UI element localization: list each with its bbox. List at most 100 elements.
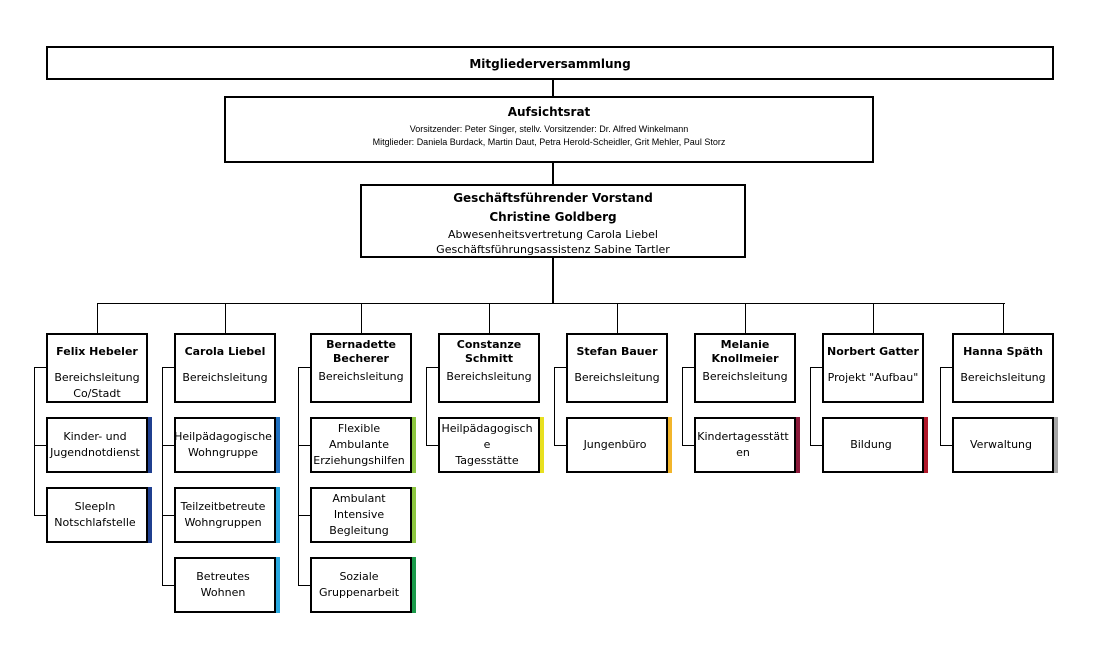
connector xyxy=(552,258,554,304)
connector xyxy=(873,303,874,333)
rail-line xyxy=(162,367,163,585)
connector xyxy=(552,163,554,185)
connector xyxy=(225,303,226,333)
subunit-label: Teilzeitbetreute Wohngruppen xyxy=(180,500,266,529)
connector xyxy=(298,515,310,516)
aufsichtsrat-members-line: Mitglieder: Daniela Burdack, Martin Daut… xyxy=(372,137,726,147)
connector xyxy=(426,367,438,368)
connector xyxy=(34,367,46,368)
mitgliederversammlung-box: Mitgliederversammlung xyxy=(46,46,1054,80)
aufsichtsrat-chair-line: Vorsitzender: Peter Singer, stellv. Vors… xyxy=(409,124,689,134)
connector xyxy=(361,303,362,333)
subunit-box: SleepIn Notschlafstelle xyxy=(46,487,152,543)
aufsichtsrat-title: Aufsichtsrat xyxy=(507,105,591,119)
connector xyxy=(34,515,46,516)
rail-line xyxy=(682,367,683,445)
department-head-name: Carola Liebel xyxy=(184,345,266,358)
subunit-label: Soziale Gruppenarbeit xyxy=(318,570,400,599)
connector xyxy=(682,445,694,446)
subunit-label: SleepIn Notschlafstelle xyxy=(54,500,136,529)
vorstand-deputy-line: Abwesenheitsvertretung Carola Liebel xyxy=(448,228,658,241)
subunit-box: Verwaltung xyxy=(952,417,1058,473)
connector xyxy=(298,585,310,586)
subunit-label: Ambulant Intensive Begleitung xyxy=(329,492,389,537)
connector xyxy=(426,445,438,446)
connector xyxy=(810,367,822,368)
department-head-role: Bereichsleitung xyxy=(318,370,404,383)
subunit-label: Kinder- und Jugendnotdienst xyxy=(50,430,140,459)
rail-line xyxy=(810,367,811,445)
subunit-color-bar xyxy=(796,417,800,473)
department-head-role: Bereichsleitung xyxy=(446,370,532,383)
department-head-name: Stefan Bauer xyxy=(576,345,658,358)
connector xyxy=(552,80,554,97)
subunit-color-bar xyxy=(276,417,280,473)
subunit-box: Jungenbüro xyxy=(566,417,672,473)
connector xyxy=(940,445,952,446)
subunit-color-bar xyxy=(276,487,280,543)
subunit-color-bar xyxy=(924,417,928,473)
department-head-name: Constanze Schmitt xyxy=(456,338,522,365)
connector xyxy=(97,303,98,333)
mitgliederversammlung-title: Mitgliederversammlung xyxy=(469,57,631,71)
department-head-name: Melanie Knollmeier xyxy=(711,338,779,365)
subunit-box: Betreutes Wohnen xyxy=(174,557,280,613)
subunit-color-bar xyxy=(412,417,416,473)
vorstand-name: Christine Goldberg xyxy=(489,210,617,224)
department-head-role: Bereichsleitung xyxy=(574,371,660,384)
subunit-color-bar xyxy=(540,417,544,473)
connector xyxy=(162,367,174,368)
department-head-role: Bereichsleitung Co/Stadt xyxy=(54,371,140,400)
connector xyxy=(34,445,46,446)
connector xyxy=(810,445,822,446)
subunit-label: Verwaltung xyxy=(970,438,1032,451)
aufsichtsrat-box: Aufsichtsrat Vorsitzender: Peter Singer,… xyxy=(224,96,874,163)
subunit-color-bar xyxy=(148,417,152,473)
connector xyxy=(489,303,490,333)
vorstand-assistant-line: Geschäftsführungsassistenz Sabine Tartle… xyxy=(436,243,670,256)
connector xyxy=(682,367,694,368)
vorstand-box: Geschäftsführender Vorstand Christine Go… xyxy=(360,184,746,258)
subunit-box: Heilpädagogische Wohngruppe xyxy=(174,417,280,473)
subunit-box: Soziale Gruppenarbeit xyxy=(310,557,416,613)
subunit-color-bar xyxy=(668,417,672,473)
department-head-role: Bereichsleitung xyxy=(960,371,1046,384)
connector xyxy=(940,367,952,368)
subunit-color-bar xyxy=(412,487,416,543)
connector xyxy=(554,445,566,446)
subunit-label: Heilpädagogische Wohngruppe xyxy=(174,430,272,459)
subunit-label: Jungenbüro xyxy=(583,438,647,451)
vorstand-title: Geschäftsführender Vorstand xyxy=(453,191,653,205)
connector xyxy=(1003,303,1004,333)
subunit-color-bar xyxy=(1054,417,1058,473)
subunit-box: Flexible Ambulante Erziehungshilfen xyxy=(310,417,416,473)
department-head-name: Hanna Späth xyxy=(963,345,1043,358)
subunit-box: Kindertagesstätt en xyxy=(694,417,800,473)
connector xyxy=(298,445,310,446)
subunit-color-bar xyxy=(148,487,152,543)
department-head-name: Felix Hebeler xyxy=(56,345,138,358)
rail-line xyxy=(298,367,299,585)
subunit-label: Kindertagesstätt en xyxy=(697,430,789,459)
connector xyxy=(162,585,174,586)
rail-line xyxy=(554,367,555,445)
department-head-role: Projekt "Aufbau" xyxy=(827,371,919,384)
subunit-box: Kinder- und Jugendnotdienst xyxy=(46,417,152,473)
subunit-label: Flexible Ambulante Erziehungshilfen xyxy=(313,422,405,467)
connector xyxy=(162,515,174,516)
rail-line xyxy=(34,367,35,515)
subunit-label: Betreutes Wohnen xyxy=(196,570,250,599)
department-head-role: Bereichsleitung xyxy=(182,371,268,384)
subunit-label: Bildung xyxy=(850,438,892,451)
subunit-box: Heilpädagogisch e Tagesstätte xyxy=(438,417,544,473)
subunit-color-bar xyxy=(276,557,280,613)
connector xyxy=(745,303,746,333)
